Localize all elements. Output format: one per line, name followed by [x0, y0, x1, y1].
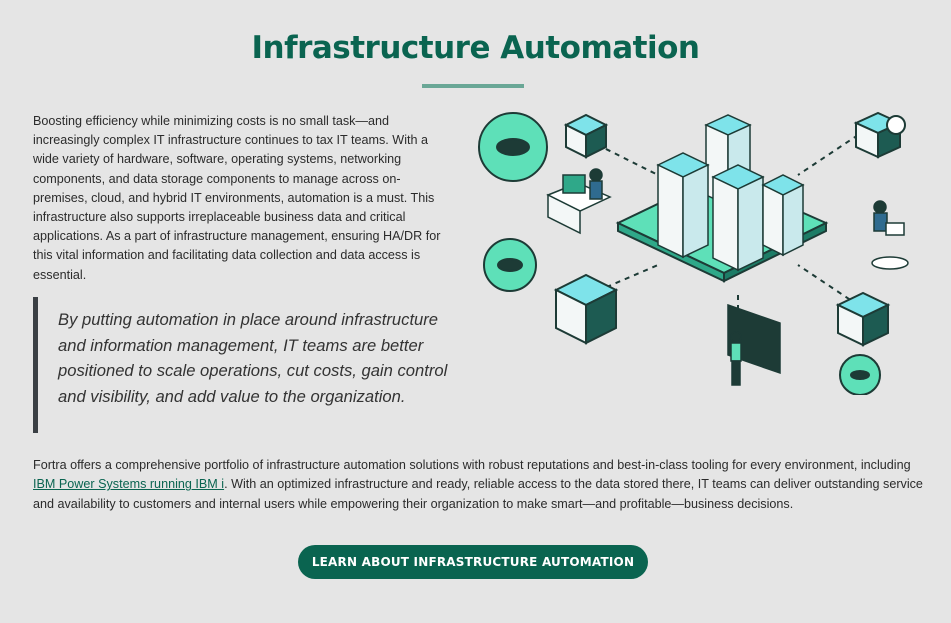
cube-icon — [563, 113, 609, 159]
gear-icon — [483, 238, 537, 292]
cube-icon — [553, 273, 619, 345]
gear-icon — [478, 112, 548, 182]
pull-quote: By putting automation in place around in… — [33, 297, 463, 433]
gear-icon — [839, 354, 881, 395]
person-at-desk-icon — [546, 168, 612, 235]
cube-icon — [835, 291, 891, 347]
building-icon — [656, 114, 805, 272]
ibm-power-systems-link[interactable]: IBM Power Systems running IBM i — [33, 477, 225, 492]
body-text-end: . With an optimized infrastructure and r… — [33, 477, 923, 511]
title-underline — [422, 84, 524, 88]
person-with-laptop-icon — [871, 200, 909, 270]
intro-paragraph: Boosting efficiency while minimizing cos… — [33, 114, 441, 282]
person-at-screen-icon — [727, 303, 781, 386]
infrastructure-illustration — [478, 111, 909, 395]
body-paragraph: Fortra offers a comprehensive portfolio … — [33, 456, 923, 514]
cube-icon — [853, 111, 906, 159]
learn-more-button[interactable]: LEARN ABOUT INFRASTRUCTURE AUTOMATION — [298, 545, 648, 579]
pull-quote-text: By putting automation in place around in… — [58, 310, 448, 406]
body-text-start: Fortra offers a comprehensive portfolio … — [33, 458, 911, 472]
page-title: Infrastructure Automation — [251, 30, 700, 66]
